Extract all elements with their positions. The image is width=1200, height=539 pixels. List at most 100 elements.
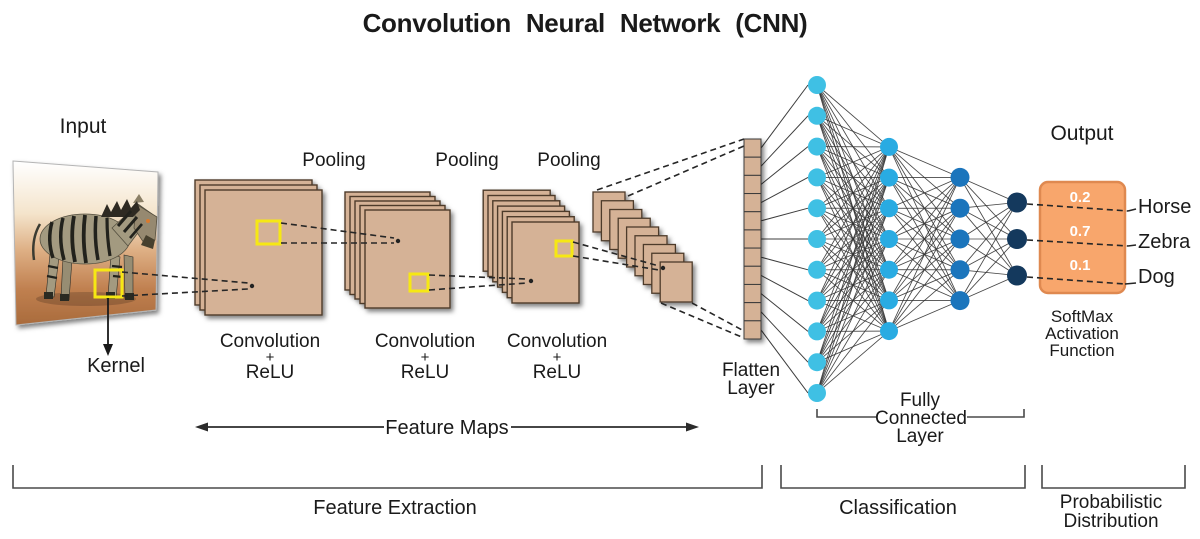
- class-line: [1026, 276, 1126, 285]
- feature-map: [364, 209, 451, 309]
- fc-layer-3: [950, 167, 970, 311]
- flatten-layer: [743, 138, 762, 340]
- flatten-cell: [743, 156, 762, 176]
- fc-connection: [816, 146, 890, 209]
- feature-maps-span: Feature Maps: [195, 417, 699, 439]
- kernel-label: Kernel: [87, 355, 145, 377]
- neuron: [880, 260, 898, 279]
- neuron: [808, 137, 826, 156]
- classification-label: Classification: [839, 497, 957, 519]
- flatten-fan-line: [760, 176, 809, 204]
- labels: Input Kernel Pooling Pooling Pooling Con…: [60, 115, 1119, 447]
- arrow-left-icon: [195, 422, 208, 432]
- pooled-map: [659, 261, 693, 303]
- neuron: [808, 353, 826, 372]
- flatten-fan-line: [760, 329, 809, 394]
- flatten-cell: [743, 265, 762, 285]
- fc-connection: [959, 207, 1018, 276]
- softmax-label-line1: SoftMax: [1051, 307, 1114, 326]
- flatten-fan-line: [760, 274, 809, 302]
- flatten-cell: [743, 211, 762, 231]
- kernel-trace-line: [121, 288, 249, 297]
- fc-connection: [888, 146, 961, 178]
- pooling-label-2: Pooling: [435, 150, 498, 171]
- flatten-fan-line: [760, 84, 809, 149]
- relu-label: ReLU: [533, 362, 582, 383]
- neuron: [880, 199, 898, 218]
- pooling-label-3: Pooling: [537, 150, 600, 171]
- fc-connections: [816, 84, 1018, 394]
- neuron: [808, 76, 826, 94]
- fc-connection: [888, 207, 961, 332]
- output-label: Output: [1050, 122, 1113, 145]
- probabilistic-label-line1: Probabilistic: [1060, 492, 1162, 513]
- trace-dot: [528, 278, 534, 284]
- class-line: [1026, 203, 1129, 212]
- flatten-cell: [743, 138, 762, 158]
- bottom-brackets: Feature Extraction Classification Probab…: [12, 465, 1186, 532]
- kernel-trace-line: [121, 271, 249, 284]
- prob-value: 0.7: [1070, 223, 1091, 240]
- flatten-label-line1: Flatten: [722, 360, 780, 381]
- fc-connection: [816, 115, 890, 148]
- trace-dot: [660, 265, 666, 271]
- feature-extraction-label: Feature Extraction: [313, 497, 476, 519]
- fc-connection: [959, 238, 1018, 301]
- output-layer: [1007, 192, 1027, 286]
- conv-relu-label-3: Convolution: [507, 331, 607, 352]
- neuron: [880, 291, 898, 310]
- fc-connection: [816, 146, 890, 363]
- fc-connection: [959, 238, 1018, 271]
- feature-extraction-bracket: [12, 465, 763, 489]
- prob-value: 0.2: [1070, 189, 1091, 206]
- fc-connection: [888, 177, 961, 240]
- fully-connected-line1: Fully: [900, 390, 941, 411]
- conv-relu-label-1: Convolution: [220, 331, 320, 352]
- fc-connection: [816, 146, 890, 301]
- softmax-box: [1038, 180, 1127, 295]
- conv-stack-2: [344, 191, 451, 309]
- neuron: [950, 229, 970, 249]
- flatten-fan-lines: [760, 84, 809, 394]
- fc-connection: [816, 146, 890, 394]
- fc-layer-1: [808, 76, 826, 402]
- fc-connection: [816, 300, 890, 394]
- kernel-box-input: [93, 268, 124, 299]
- fc-neurons: [808, 76, 1027, 402]
- class-line: [1124, 282, 1137, 285]
- fc-connection: [959, 202, 1018, 301]
- neuron: [808, 384, 826, 402]
- fc-connection: [816, 146, 890, 178]
- probabilistic-bracket: [1041, 465, 1186, 489]
- neuron: [808, 199, 826, 218]
- class-line: [1127, 208, 1137, 212]
- fc-connection: [959, 177, 1018, 203]
- kernel-trace-line: [428, 274, 528, 280]
- kernel-box-stack3: [554, 239, 574, 258]
- neuron: [950, 167, 970, 187]
- plus-sign: +: [421, 349, 430, 366]
- neuron: [950, 260, 970, 280]
- neuron: [880, 322, 898, 341]
- conv-relu-label-2: Convolution: [375, 331, 475, 352]
- flatten-fan-line: [760, 293, 809, 332]
- class-label-horse: Horse: [1138, 196, 1191, 218]
- trace-dot: [395, 238, 401, 244]
- kernel-trace-line: [280, 222, 395, 239]
- flatten-cell: [743, 283, 762, 304]
- flatten-cell: [743, 174, 762, 195]
- conv-stack-3: [482, 189, 580, 304]
- conv-stack-1: [194, 179, 323, 316]
- fc-connection: [888, 177, 961, 209]
- pooling-label-1: Pooling: [302, 150, 365, 171]
- class-line: [1026, 239, 1129, 247]
- relu-label: ReLU: [401, 362, 450, 383]
- prob-value: 0.1: [1070, 257, 1091, 274]
- fc-connection: [888, 269, 961, 332]
- flatten-label-line2: Layer: [727, 378, 775, 399]
- kernel-trace-line: [572, 255, 660, 271]
- fc-connection: [816, 146, 890, 332]
- fully-connected-line2: Connected: [875, 408, 967, 429]
- probabilistic-label-line2: Distribution: [1063, 511, 1158, 532]
